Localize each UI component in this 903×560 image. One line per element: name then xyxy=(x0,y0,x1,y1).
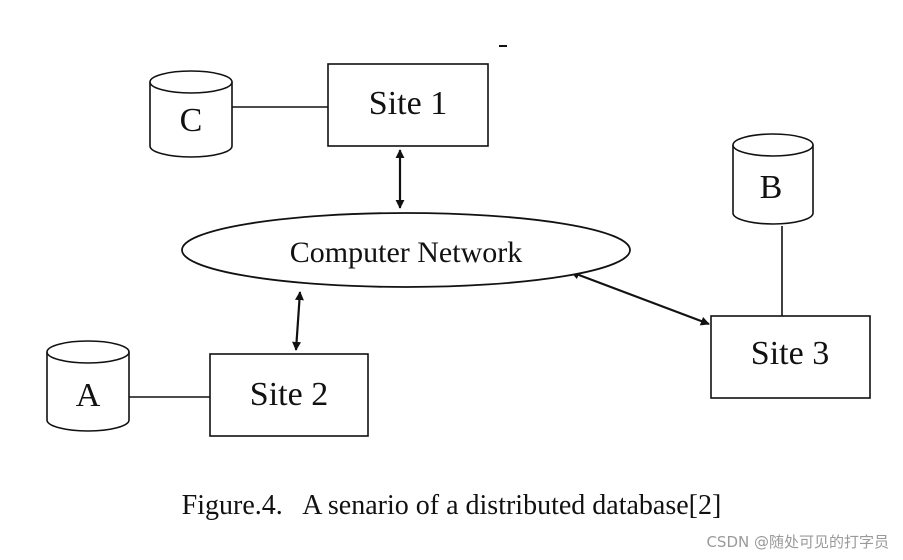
database-a-label: A xyxy=(76,377,101,414)
computer-network: Computer Network xyxy=(181,212,631,288)
network-label: Computer Network xyxy=(290,236,522,269)
figure-caption: Figure.4. A senario of a distributed dat… xyxy=(181,490,722,521)
site-3-label: Site 3 xyxy=(751,335,829,372)
site-3-box: Site 3 xyxy=(710,315,871,399)
site-2-box: Site 2 xyxy=(209,353,369,437)
database-c-label: C xyxy=(180,102,203,139)
arrow-site-3-network xyxy=(570,270,710,326)
database-a-cylinder: A xyxy=(46,340,130,432)
watermark: CSDN @随处可见的打字员 xyxy=(706,533,889,551)
database-b-cylinder: B xyxy=(732,133,814,225)
site-1-box: Site 1 xyxy=(327,63,489,147)
database-c-cylinder: C xyxy=(149,70,233,158)
database-b-label: B xyxy=(760,169,783,206)
site-1-label: Site 1 xyxy=(369,85,447,122)
site-2-label: Site 2 xyxy=(250,376,328,413)
arrow-site-2-network xyxy=(292,291,304,351)
